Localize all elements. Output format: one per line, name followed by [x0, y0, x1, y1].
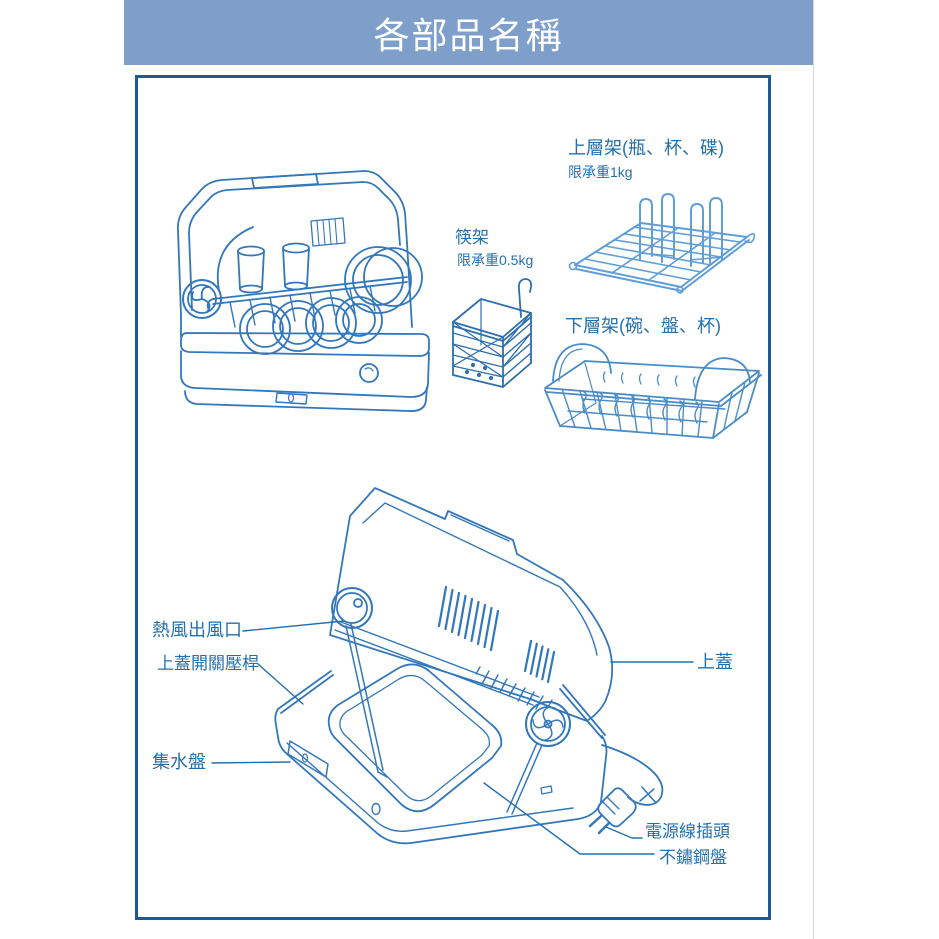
upper-rack-illustration	[568, 193, 756, 294]
lower-rack-illustration	[544, 343, 762, 439]
callout-drip-tray: 集水盤	[152, 752, 206, 772]
dryer-closed-illustration	[177, 170, 430, 412]
label-chopstick-rack: 筷架	[455, 228, 489, 247]
chopstick-rack-illustration	[452, 278, 533, 388]
callout-stainless-tray: 不鏽鋼盤	[659, 848, 727, 867]
callout-hot-air-outlet: 熱風出風口	[152, 620, 242, 640]
dryer-open-illustration	[274, 487, 664, 845]
page-title: 各部品名稱	[373, 14, 564, 56]
page-divider-line	[813, 0, 814, 939]
callout-top-cover: 上蓋	[697, 652, 733, 672]
label-chopstick-rack-limit: 限承重0.5kg	[457, 252, 534, 268]
label-upper-rack: 上層架(瓶、杯、碟)	[568, 138, 724, 158]
callout-power-plug: 電源線插頭	[645, 822, 730, 841]
title-banner: 各部品名稱	[124, 0, 813, 65]
label-lower-rack: 下層架(碗、盤、杯)	[565, 316, 721, 336]
parts-diagram-artwork	[177, 170, 762, 855]
callout-lid-open-lever: 上蓋開關壓桿	[157, 654, 259, 673]
callout-leader-lines	[211, 620, 694, 855]
diagram-frame: 上層架(瓶、杯、碟) 限承重1kg 筷架 限承重0.5kg 下層架(碗、盤、杯)…	[135, 75, 771, 920]
label-upper-rack-limit: 限承重1kg	[568, 164, 633, 180]
